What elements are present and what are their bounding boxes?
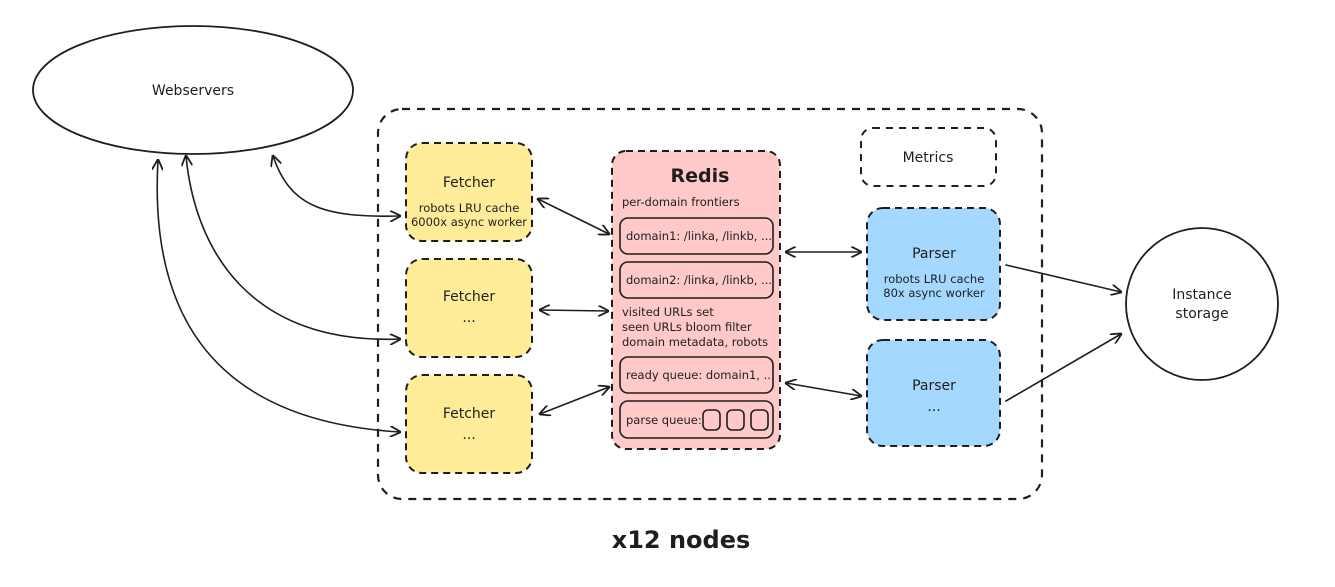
instance-storage-label: storage <box>1175 306 1228 322</box>
frontier-label: domain1: /linka, /linkb, ... <box>626 229 772 243</box>
frontier-label: domain2: /linka, /linkb, ... <box>626 273 772 287</box>
instance-storage-node: Instance storage <box>1125 227 1279 381</box>
metrics-node: Metrics <box>860 127 997 187</box>
ready-queue: ready queue: domain1, ... <box>619 356 775 394</box>
webservers-node: Webservers <box>32 25 354 155</box>
frontier-row: domain2: /linka, /linkb, ... <box>619 261 774 299</box>
parser-detail: 80x async worker <box>883 286 985 300</box>
node-cluster <box>376 107 1044 501</box>
webservers-fetcher-edge <box>157 160 400 432</box>
visited-urls-set: visited URLs set <box>622 305 714 319</box>
cluster-label: x12 nodes <box>612 526 751 554</box>
queue-slot <box>750 409 769 431</box>
fetcher-redis-edge <box>540 387 609 414</box>
fetcher-detail: ... <box>462 310 475 326</box>
fetcher-detail: robots LRU cache <box>419 201 520 215</box>
seen-urls-bloom-filter: seen URLs bloom filter <box>622 320 752 334</box>
parser-storage-edge <box>1005 334 1121 402</box>
metrics-label: Metrics <box>903 150 954 166</box>
parser-node: Parser robots LRU cache 80x async worker <box>866 207 1001 321</box>
parser-detail: ... <box>927 399 940 415</box>
parser-node: Parser ... <box>866 339 1001 447</box>
fetcher-redis-edge <box>540 310 608 311</box>
fetcher-detail: ... <box>462 427 475 443</box>
instance-storage-label: Instance <box>1172 287 1232 303</box>
fetcher-title: Fetcher <box>443 175 496 191</box>
parser-detail: robots LRU cache <box>884 272 985 286</box>
fetcher-node: Fetcher ... <box>405 374 533 474</box>
parse-queue: parse queue: <box>619 400 774 439</box>
parse-queue-label: parse queue: <box>626 413 702 427</box>
redis-node: Redis per-domain frontiers domain1: /lin… <box>611 150 781 450</box>
webservers-fetcher-edge <box>273 156 400 216</box>
queue-slot <box>702 409 721 431</box>
parser-storage-edge <box>1005 264 1121 292</box>
redis-title: Redis <box>671 165 730 187</box>
fetcher-title: Fetcher <box>443 406 496 422</box>
fetcher-redis-edge <box>538 199 609 234</box>
parser-title: Parser <box>912 378 956 394</box>
fetcher-node: Fetcher robots LRU cache 6000x async wor… <box>405 142 533 242</box>
ready-queue-label: ready queue: domain1, ... <box>626 368 775 382</box>
frontier-row: domain1: /linka, /linkb, ... <box>619 217 774 255</box>
webservers-label: Webservers <box>152 83 234 99</box>
fetcher-title: Fetcher <box>443 289 496 305</box>
parser-title: Parser <box>912 246 956 262</box>
fetcher-detail: 6000x async worker <box>411 215 527 229</box>
domain-metadata: domain metadata, robots <box>622 335 768 349</box>
redis-parser-edge <box>786 383 861 396</box>
redis-subtitle: per-domain frontiers <box>622 195 740 209</box>
queue-slot <box>726 409 745 431</box>
fetcher-node: Fetcher ... <box>405 258 533 358</box>
webservers-fetcher-edge <box>186 156 400 339</box>
